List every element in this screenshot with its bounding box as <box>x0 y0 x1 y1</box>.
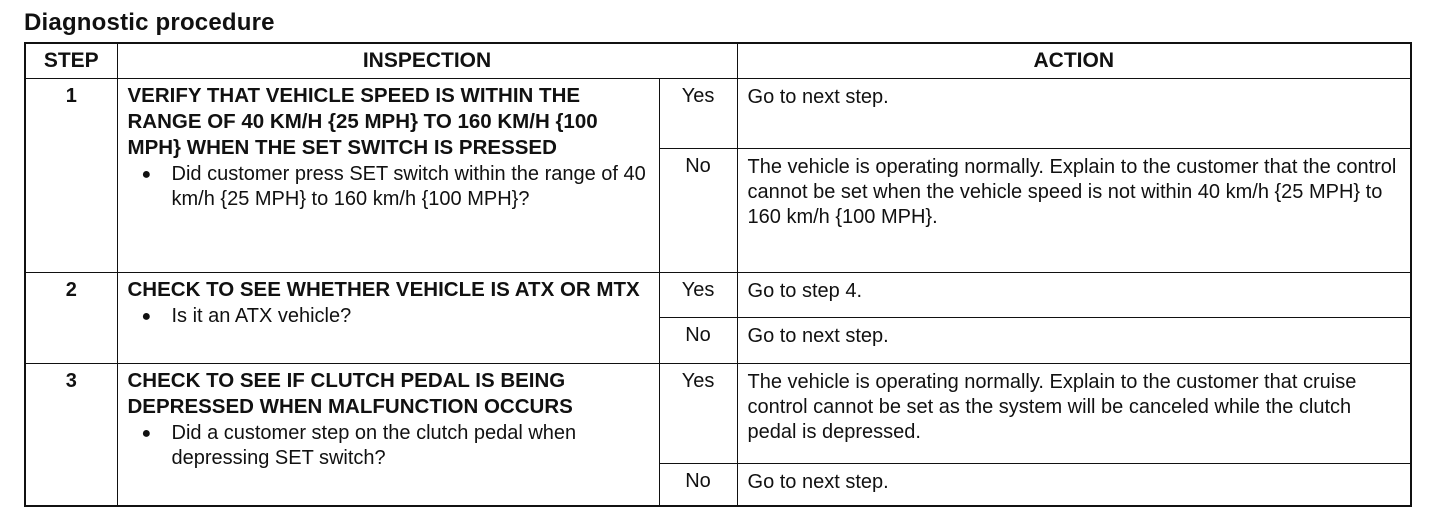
inspection-title: CHECK TO SEE WHETHER VEHICLE IS ATX OR M… <box>127 278 640 301</box>
inspection-title: VERIFY THAT VEHICLE SPEED IS WITHIN THE … <box>127 84 598 159</box>
inspection-question: ● Did customer press SET switch within t… <box>128 162 651 212</box>
table-row: 3 CHECK TO SEE IF CLUTCH PEDAL IS BEING … <box>24 363 1412 506</box>
table-row: No The vehicle is operating normally. Ex… <box>25 148 1412 273</box>
step-number: 3 <box>24 363 118 506</box>
table-row: 1 VERIFY THAT VEHICLE SPEED IS WITHIN TH… <box>24 78 1412 273</box>
no-action: The vehicle is operating normally. Expla… <box>736 148 1412 273</box>
yes-label: Yes <box>658 272 738 318</box>
step-number: 2 <box>24 272 118 364</box>
table-row: No Go to next step. <box>25 463 1412 506</box>
bullet-icon: ● <box>141 166 152 183</box>
question-text: Is it an ATX vehicle? <box>171 305 352 327</box>
table-row: 2 CHECK TO SEE WHETHER VEHICLE IS ATX OR… <box>24 272 1412 364</box>
page-title: Diagnostic procedure <box>24 9 275 36</box>
header-step: STEP <box>24 42 118 79</box>
inspection-cell: CHECK TO SEE IF CLUTCH PEDAL IS BEING DE… <box>116 363 660 506</box>
inspection-question: ● Did a customer step on the clutch peda… <box>128 421 651 471</box>
header-inspection: INSPECTION <box>116 42 738 79</box>
table-row: No Go to next step. <box>25 317 1412 364</box>
yes-action: Go to step 4. <box>736 272 1412 318</box>
diagnostic-table: STEP INSPECTION ACTION 1 VERIFY THAT VEH… <box>24 42 1413 507</box>
no-action: Go to next step. <box>736 317 1412 364</box>
no-label: No <box>658 148 738 273</box>
inspection-cell: VERIFY THAT VEHICLE SPEED IS WITHIN THE … <box>116 78 660 273</box>
inspection-title: CHECK TO SEE IF CLUTCH PEDAL IS BEING DE… <box>127 369 573 418</box>
yes-action: The vehicle is operating normally. Expla… <box>736 363 1412 464</box>
no-label: No <box>658 463 738 506</box>
question-text: Did customer press SET switch within the… <box>171 163 646 210</box>
header-row: STEP INSPECTION ACTION <box>24 42 1412 79</box>
no-action: Go to next step. <box>736 463 1412 506</box>
no-label: No <box>658 317 738 364</box>
bullet-icon: ● <box>141 308 152 325</box>
inspection-question: ● Is it an ATX vehicle? <box>128 304 651 329</box>
yes-action: Go to next step. <box>736 78 1412 149</box>
header-action: ACTION <box>736 42 1412 79</box>
step-number: 1 <box>24 78 118 273</box>
bullet-icon: ● <box>141 425 152 442</box>
inspection-cell: CHECK TO SEE WHETHER VEHICLE IS ATX OR M… <box>116 272 660 364</box>
question-text: Did a customer step on the clutch pedal … <box>171 422 577 469</box>
yes-label: Yes <box>658 363 738 464</box>
yes-label: Yes <box>658 78 738 149</box>
